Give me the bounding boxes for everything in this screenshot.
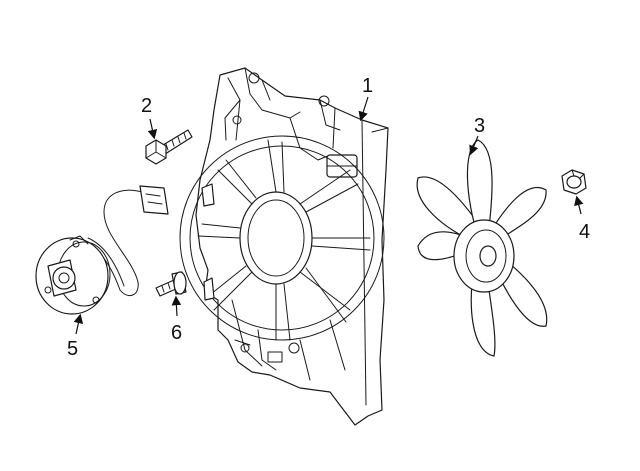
leader-3 bbox=[469, 135, 479, 156]
leader-1 bbox=[358, 96, 369, 122]
callout-6: 6 bbox=[171, 322, 182, 344]
fan-motor-icon[interactable] bbox=[35, 185, 169, 315]
screw-icon[interactable] bbox=[155, 271, 187, 297]
bolt-icon[interactable] bbox=[145, 129, 193, 165]
fan-shroud-icon[interactable] bbox=[179, 67, 389, 426]
callout-1: 1 bbox=[362, 75, 373, 97]
callout-4: 4 bbox=[579, 221, 590, 243]
callout-3: 3 bbox=[474, 115, 485, 137]
callout-labels: 1 2 3 4 5 6 bbox=[67, 75, 590, 360]
leader-2 bbox=[147, 118, 158, 140]
leader-6 bbox=[171, 295, 182, 317]
leader-5 bbox=[73, 313, 84, 335]
fan-blade-icon[interactable] bbox=[416, 139, 548, 357]
nut-icon[interactable] bbox=[561, 169, 587, 195]
leader-lines bbox=[73, 96, 584, 335]
leader-4 bbox=[574, 195, 584, 215]
callout-2: 2 bbox=[141, 95, 152, 117]
callout-5: 5 bbox=[67, 338, 78, 360]
